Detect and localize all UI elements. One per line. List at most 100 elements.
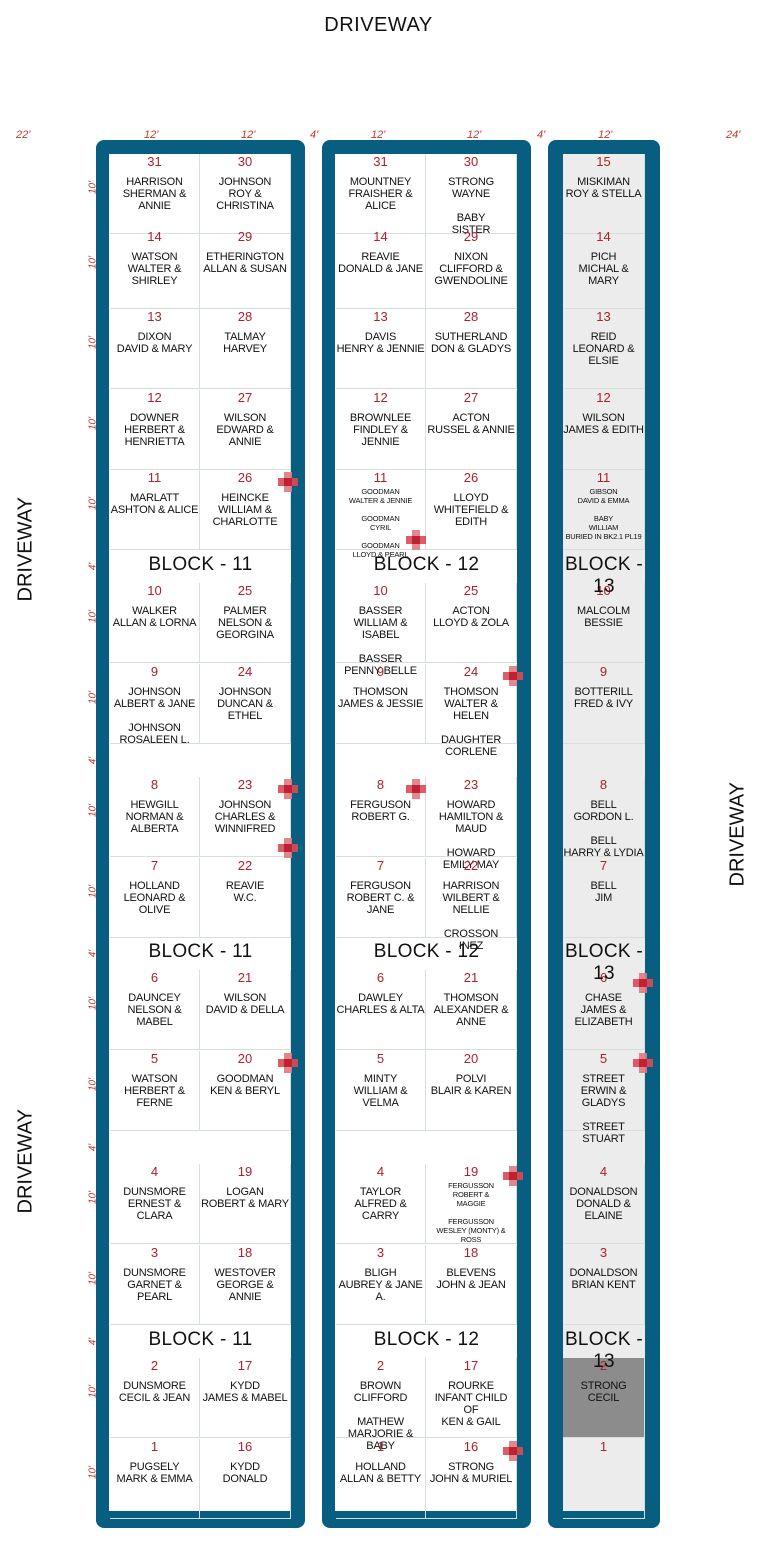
- plot-names: HEWGILL NORMAN & ALBERTA: [125, 799, 184, 835]
- plot-names: JOHNSON ROY & CHRISTINA: [216, 176, 274, 212]
- plot-names: PICH MICHAL & MARY: [578, 251, 629, 287]
- plot-number: 20: [463, 1051, 479, 1066]
- block-11-area: [109, 154, 291, 1511]
- plot-number: 14: [596, 229, 611, 244]
- plot-names: DAWLEY CHARLES & ALTA: [336, 992, 425, 1016]
- plot-names: NIXON CLIFFORD & GWENDOLINE: [434, 251, 508, 287]
- cross-marker-icon: [503, 666, 523, 686]
- cross-marker-icon: [278, 779, 298, 799]
- row-dim-10-3: 10': [87, 335, 99, 350]
- plot-number: 2: [376, 1358, 385, 1373]
- plot-number: 1: [150, 1439, 159, 1454]
- plot-names: JOHNSON ALBERT & JANE JOHNSON ROSALEEN L…: [113, 686, 196, 746]
- plot-number: 19: [463, 1164, 479, 1179]
- plot-number: 16: [237, 1439, 253, 1454]
- plot-names: FERGUSON ROBERT C. & JANE: [346, 880, 415, 916]
- row-dim-10-7: 10': [87, 690, 99, 705]
- plot-number: 12: [147, 390, 162, 405]
- plot-names: MALCOLM BESSIE: [577, 605, 630, 629]
- plot-number: 24: [237, 664, 253, 679]
- plot-names: GOODMAN KEN & BERYL: [210, 1073, 280, 1097]
- plot-number: 22: [463, 858, 479, 873]
- plot-names: FERGUSSON ROBERT & MAGGIE FERGUSSON WESL…: [436, 1181, 506, 1244]
- plot-number: 9: [150, 664, 159, 679]
- plot-number: 23: [463, 777, 479, 792]
- dim-b11-col2: 12': [241, 129, 256, 141]
- block-13-area: [563, 154, 645, 1511]
- plot-number: 10: [596, 583, 611, 598]
- plot-names: CHASE JAMES & ELIZABETH: [574, 992, 633, 1028]
- plot-names: REAVIE W.C.: [225, 880, 265, 904]
- plot-number: 4: [376, 1164, 385, 1179]
- plot-number: 3: [150, 1245, 159, 1260]
- plot-names: BROWN CLIFFORD MATHEW MARJORIE & BABY: [347, 1380, 414, 1452]
- plot-number: 9: [376, 664, 385, 679]
- plot-number: 7: [376, 858, 385, 873]
- row-dim-gap-2: 4': [87, 1143, 99, 1152]
- plot-number: 28: [237, 309, 253, 324]
- dim-b11-col1: 12': [144, 129, 159, 141]
- row-dim-strip-3: 4': [87, 1337, 99, 1346]
- plot-number: 27: [463, 390, 479, 405]
- plot-number: 21: [463, 970, 479, 985]
- plot-names: STRONG CECIL: [580, 1380, 627, 1404]
- plot-names: BELL JIM: [590, 880, 617, 904]
- cross-marker-icon: [278, 838, 298, 858]
- block-label-b12-2: BLOCK - 12: [373, 941, 480, 962]
- plot-names: BLEVENS JOHN & JEAN: [436, 1267, 506, 1291]
- driveway-left-upper-label: DRIVEWAY: [14, 497, 37, 602]
- plot-names: HOLLAND LEONARD & OLIVE: [123, 880, 186, 916]
- dim-gap-1: 4': [310, 129, 319, 141]
- plot-number: 12: [596, 390, 611, 405]
- row-dim-10-9: 10': [87, 884, 99, 899]
- plot-number: 31: [147, 154, 162, 169]
- plot-names: BROWNLEE FINDLEY & JENNIE: [349, 412, 412, 448]
- plot-number: 14: [147, 229, 162, 244]
- plot-names: PUGSELY MARK & EMMA: [116, 1461, 193, 1485]
- plot-number: 7: [150, 858, 159, 873]
- plot-number: 5: [599, 1051, 608, 1066]
- block-label-b11-1: BLOCK - 11: [148, 554, 253, 575]
- plot-number: 7: [599, 858, 608, 873]
- row-dim-10-6: 10': [87, 609, 99, 624]
- plot-names: HOWARD HAMILTON & MAUD HOWARD EMILY MAY: [438, 799, 504, 871]
- block-label-b13-3: BLOCK - 13: [564, 1329, 644, 1372]
- plot-names: BOTTERILL FRED & IVY: [573, 686, 634, 710]
- cross-marker-icon: [633, 1053, 653, 1073]
- plot-number: 13: [373, 309, 388, 324]
- plot-names: LLOYD WHITEFIELD & EDITH: [433, 492, 509, 528]
- row-dim-10-15: 10': [87, 1465, 99, 1480]
- row-dim-strip-1: 4': [87, 562, 99, 571]
- plot-names: POLVI BLAIR & KAREN: [430, 1073, 512, 1097]
- dim-gap-2: 4': [537, 129, 546, 141]
- row-dim-10-11: 10': [87, 1077, 99, 1092]
- plot-number: 10: [373, 583, 388, 598]
- plot-number: 25: [463, 583, 479, 598]
- plot-names: THOMSON JAMES & JESSIE: [337, 686, 424, 710]
- plot-names: THOMSON ALEXANDER & ANNE: [433, 992, 509, 1028]
- plot-number: 18: [463, 1245, 479, 1260]
